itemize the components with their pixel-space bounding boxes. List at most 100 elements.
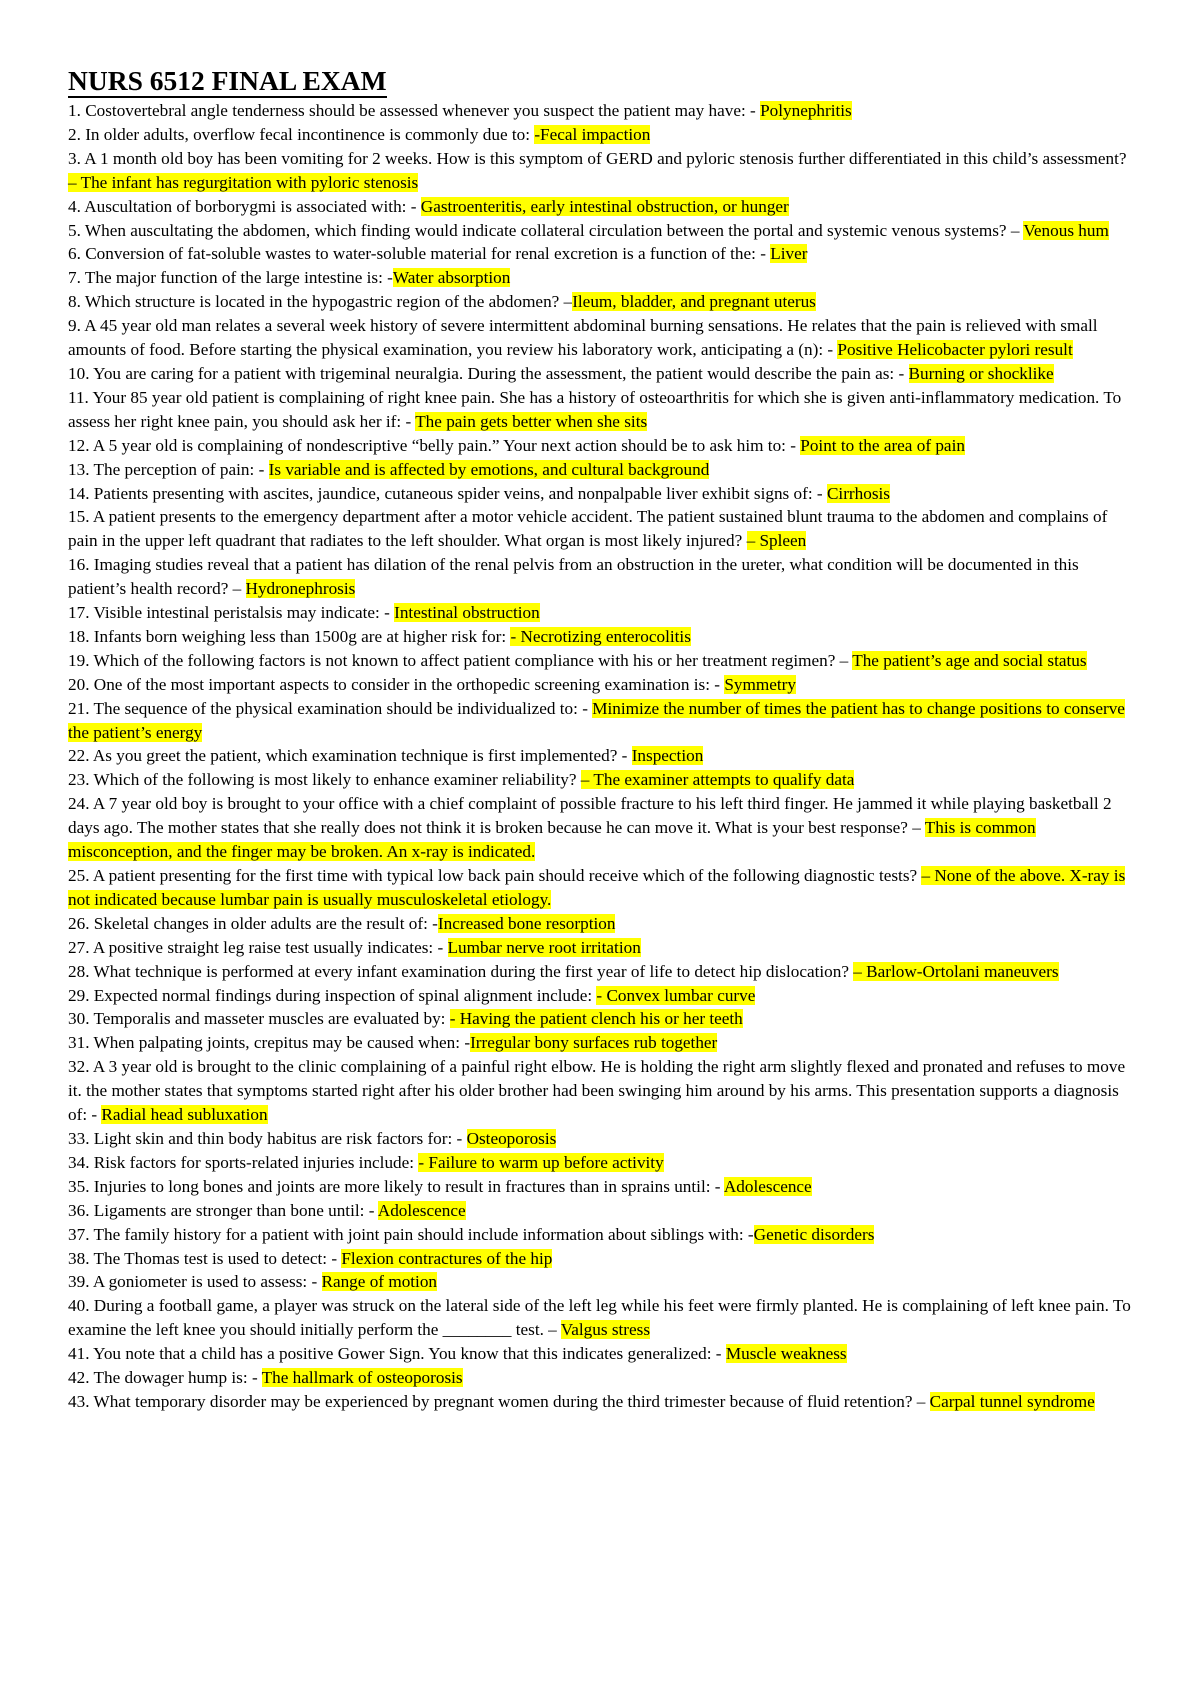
question-item: 23. Which of the following is most likel… <box>68 768 1138 792</box>
answer-highlight: Adolescence <box>723 1176 812 1196</box>
answer-highlight: The hallmark of osteoporosis <box>261 1368 463 1388</box>
answer-highlight: Carpal tunnel syndrome <box>929 1391 1095 1411</box>
question-text: 4. Auscultation of borborygmi is associa… <box>68 196 421 216</box>
question-item: 22. As you greet the patient, which exam… <box>68 744 1138 768</box>
question-list: 1. Costovertebral angle tenderness shoul… <box>68 99 1138 1414</box>
answer-highlight: The patient’s age and social status <box>852 650 1087 670</box>
question-item: 10. You are caring for a patient with tr… <box>68 362 1138 386</box>
question-text: 18. Infants born weighing less than 1500… <box>68 626 511 646</box>
question-text: 16. Imaging studies reveal that a patien… <box>68 555 1079 599</box>
question-item: 27. A positive straight leg raise test u… <box>68 936 1138 960</box>
question-item: 12. A 5 year old is complaining of nonde… <box>68 434 1138 458</box>
answer-highlight: Positive Helicobacter pylori result <box>837 340 1073 360</box>
question-item: 9. A 45 year old man relates a several w… <box>68 314 1138 362</box>
question-text: 20. One of the most important aspects to… <box>68 674 725 694</box>
question-text: 13. The perception of pain: - <box>68 459 269 479</box>
question-text: 37. The family history for a patient wit… <box>68 1224 754 1244</box>
answer-highlight: -Fecal impaction <box>534 124 651 144</box>
question-item: 39. A goniometer is used to assess: - Ra… <box>68 1270 1138 1294</box>
answer-highlight: Hydronephrosis <box>245 579 356 599</box>
question-item: 32. A 3 year old is brought to the clini… <box>68 1055 1138 1127</box>
answer-highlight: - Having the patient clench his or her t… <box>449 1009 743 1029</box>
answer-highlight: Range of motion <box>321 1272 438 1292</box>
question-text: 7. The major function of the large intes… <box>68 268 393 288</box>
answer-highlight: Adolescence <box>377 1200 466 1220</box>
answer-highlight: – Spleen <box>746 531 807 551</box>
question-item: 11. Your 85 year old patient is complain… <box>68 386 1138 434</box>
question-item: 26. Skeletal changes in older adults are… <box>68 912 1138 936</box>
question-item: 5. When auscultating the abdomen, which … <box>68 219 1138 243</box>
question-text: 3. A 1 month old boy has been vomiting f… <box>68 148 1127 168</box>
question-text: 22. As you greet the patient, which exam… <box>68 746 632 766</box>
question-item: 30. Temporalis and masseter muscles are … <box>68 1007 1138 1031</box>
answer-highlight: – Barlow-Ortolani maneuvers <box>853 961 1059 981</box>
answer-highlight: – The infant has regurgitation with pylo… <box>68 172 419 192</box>
question-item: 2. In older adults, overflow fecal incon… <box>68 123 1138 147</box>
question-item: 43. What temporary disorder may be exper… <box>68 1390 1138 1414</box>
question-text: 39. A goniometer is used to assess: - <box>68 1272 322 1292</box>
question-text: 42. The dowager hump is: - <box>68 1368 262 1388</box>
answer-highlight: The pain gets better when she sits <box>415 411 648 431</box>
question-item: 38. The Thomas test is used to detect: -… <box>68 1247 1138 1271</box>
answer-highlight: Gastroenteritis, early intestinal obstru… <box>420 196 789 216</box>
answer-highlight: Lumbar nerve root irritation <box>447 937 641 957</box>
question-text: 17. Visible intestinal peristalsis may i… <box>68 603 395 623</box>
answer-highlight: Genetic disorders <box>753 1224 875 1244</box>
answer-highlight: Increased bone resorption <box>437 913 616 933</box>
answer-highlight: Flexion contractures of the hip <box>341 1248 553 1268</box>
answer-highlight: Muscle weakness <box>725 1344 847 1364</box>
answer-highlight: Water absorption <box>392 268 511 288</box>
answer-highlight: Irregular bony surfaces rub together <box>470 1033 718 1053</box>
question-text: 43. What temporary disorder may be exper… <box>68 1391 930 1411</box>
answer-highlight: – The examiner attempts to qualify data <box>580 770 855 790</box>
question-text: 11. Your 85 year old patient is complain… <box>68 387 1122 431</box>
question-item: 3. A 1 month old boy has been vomiting f… <box>68 147 1138 195</box>
question-item: 14. Patients presenting with ascites, ja… <box>68 482 1138 506</box>
question-text: 10. You are caring for a patient with tr… <box>68 363 909 383</box>
question-item: 21. The sequence of the physical examina… <box>68 697 1138 745</box>
question-text: 23. Which of the following is most likel… <box>68 770 581 790</box>
question-text: 40. During a football game, a player was… <box>68 1296 1131 1340</box>
question-text: 33. Light skin and thin body habitus are… <box>68 1128 467 1148</box>
question-text: 36. Ligaments are stronger than bone unt… <box>68 1200 378 1220</box>
answer-highlight: Osteoporosis <box>466 1128 557 1148</box>
question-text: 27. A positive straight leg raise test u… <box>68 937 448 957</box>
question-item: 8. Which structure is located in the hyp… <box>68 290 1138 314</box>
answer-highlight: Cirrhosis <box>826 483 890 503</box>
question-item: 36. Ligaments are stronger than bone unt… <box>68 1199 1138 1223</box>
question-item: 42. The dowager hump is: - The hallmark … <box>68 1366 1138 1390</box>
question-item: 31. When palpating joints, crepitus may … <box>68 1031 1138 1055</box>
question-text: 25. A patient presenting for the first t… <box>68 866 922 885</box>
answer-highlight: Point to the area of pain <box>800 435 965 455</box>
question-text: 29. Expected normal findings during insp… <box>68 985 597 1005</box>
question-item: 37. The family history for a patient wit… <box>68 1223 1138 1247</box>
answer-highlight: Venous hum <box>1023 220 1109 240</box>
answer-highlight: Symmetry <box>724 674 796 694</box>
question-item: 35. Injuries to long bones and joints ar… <box>68 1175 1138 1199</box>
question-item: 1. Costovertebral angle tenderness shoul… <box>68 99 1138 123</box>
question-item: 18. Infants born weighing less than 1500… <box>68 625 1138 649</box>
question-item: 4. Auscultation of borborygmi is associa… <box>68 195 1138 219</box>
question-text: 9. A 45 year old man relates a several w… <box>68 316 1098 360</box>
answer-highlight: Inspection <box>631 746 704 766</box>
question-item: 33. Light skin and thin body habitus are… <box>68 1127 1138 1151</box>
question-text: 32. A 3 year old is brought to the clini… <box>68 1057 1126 1125</box>
question-item: 16. Imaging studies reveal that a patien… <box>68 553 1138 601</box>
answer-highlight: - Failure to warm up before activity <box>418 1152 664 1172</box>
question-text: 14. Patients presenting with ascites, ja… <box>68 483 827 503</box>
question-item: 17. Visible intestinal peristalsis may i… <box>68 601 1138 625</box>
answer-highlight: - Necrotizing enterocolitis <box>510 626 691 646</box>
question-text: 12. A 5 year old is complaining of nonde… <box>68 435 801 455</box>
question-item: 25. A patient presenting for the first t… <box>68 864 1138 912</box>
question-text: 15. A patient presents to the emergency … <box>68 507 1108 551</box>
question-item: 13. The perception of pain: - Is variabl… <box>68 458 1138 482</box>
question-text: 41. You note that a child has a positive… <box>68 1344 726 1364</box>
answer-highlight: Burning or shocklike <box>908 363 1054 383</box>
question-text: 35. Injuries to long bones and joints ar… <box>68 1176 724 1196</box>
question-text: 30. Temporalis and masseter muscles are … <box>68 1009 450 1029</box>
answer-highlight: Liver <box>770 244 808 264</box>
question-text: 1. Costovertebral angle tenderness shoul… <box>68 101 761 120</box>
question-text: 26. Skeletal changes in older adults are… <box>68 913 438 933</box>
question-text: 8. Which structure is located in the hyp… <box>68 292 573 312</box>
question-item: 15. A patient presents to the emergency … <box>68 505 1138 553</box>
